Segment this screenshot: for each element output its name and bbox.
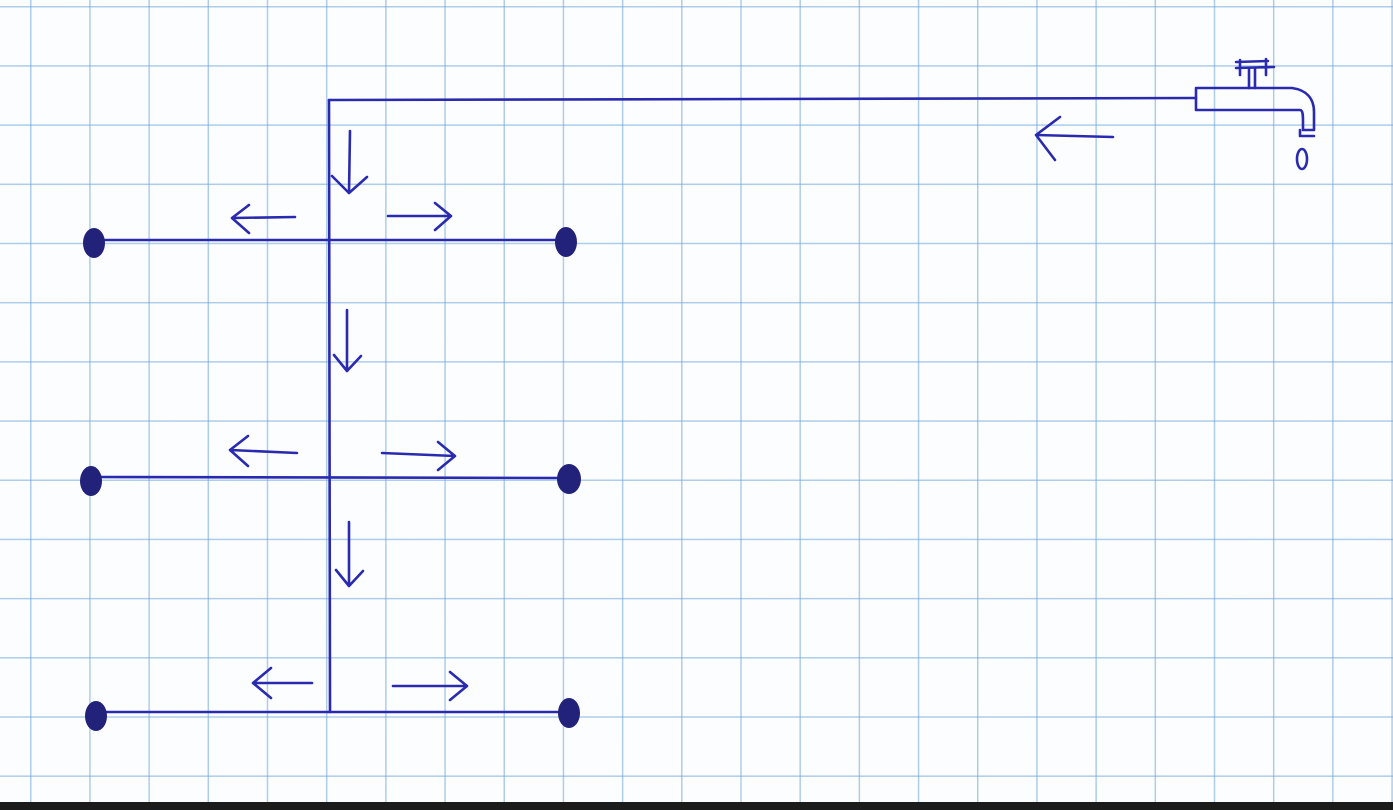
paper-bottom-edge bbox=[0, 802, 1393, 810]
tap-stem bbox=[1247, 66, 1257, 90]
outlet-dot-2-right bbox=[557, 464, 581, 494]
outlet-dot-1-right bbox=[555, 227, 577, 257]
tap-body bbox=[1194, 86, 1316, 132]
flow-arrows bbox=[228, 115, 1115, 702]
supply-pipe bbox=[327, 96, 1198, 102]
arrow-left-icon bbox=[251, 666, 314, 700]
water-drop-icon bbox=[1295, 147, 1309, 171]
outlet-dots bbox=[80, 227, 581, 731]
arrow-right-icon bbox=[391, 670, 469, 702]
tap-handle bbox=[1234, 57, 1276, 77]
arrow-down-icon bbox=[330, 129, 369, 195]
riser-pipe bbox=[327, 98, 332, 714]
outlet-dot-3-right bbox=[558, 698, 580, 728]
tap-spout-tip bbox=[1298, 128, 1316, 138]
arrow-left-icon bbox=[1034, 115, 1115, 162]
water-tap-icon bbox=[1194, 57, 1316, 171]
branch-pipe-2 bbox=[90, 475, 570, 480]
arrow-left-icon bbox=[228, 434, 299, 468]
outlet-dot-2-left bbox=[80, 466, 102, 496]
arrow-down-icon bbox=[334, 520, 365, 588]
arrow-down-icon bbox=[332, 308, 363, 373]
outlet-dot-1-left bbox=[83, 228, 105, 258]
arrow-left-icon bbox=[230, 203, 297, 235]
arrow-right-icon bbox=[380, 440, 457, 472]
outlet-dot-3-left bbox=[85, 701, 107, 731]
arrow-right-icon bbox=[386, 201, 453, 232]
